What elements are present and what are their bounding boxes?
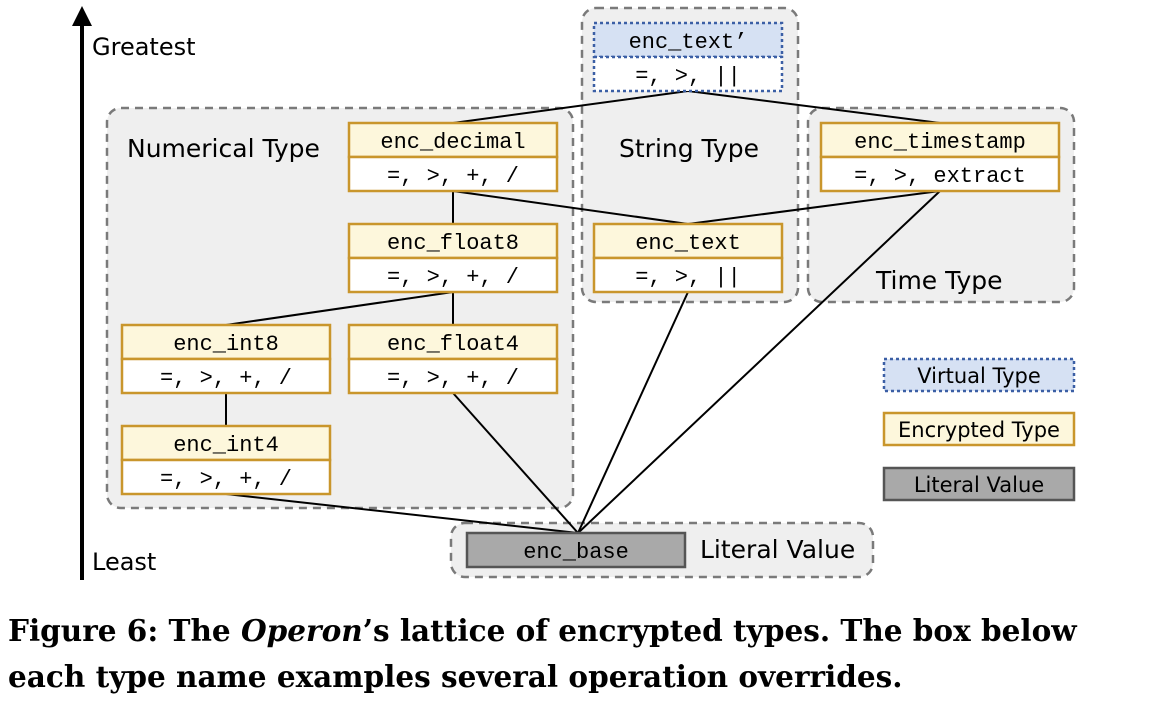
edge-int4-base bbox=[225, 493, 579, 534]
caption-emphasis: Operon bbox=[240, 613, 363, 648]
type-ops-box bbox=[347, 357, 559, 395]
type-name: enc_int4 bbox=[173, 433, 279, 458]
type-ops: =, >, +, / bbox=[160, 366, 292, 391]
literal-value-label: Literal Value bbox=[700, 535, 855, 564]
time-type-label: Time Type bbox=[875, 266, 1003, 295]
caption-suffix: ’s lattice of encrypted types. The box b… bbox=[8, 613, 1077, 694]
type-ops: =, >, +, / bbox=[387, 164, 519, 189]
type-name: enc_float4 bbox=[387, 332, 519, 357]
axis-top-label: Greatest bbox=[92, 33, 196, 61]
type-node-enc-timestamp: enc_timestamp =, >, extract bbox=[819, 121, 1061, 193]
legend-encrypted-swatch bbox=[882, 411, 1076, 447]
figure-caption: Figure 6: The Operon’s lattice of encryp… bbox=[8, 608, 1148, 700]
type-ops: =, >, || bbox=[635, 265, 741, 290]
type-ops: =, >, +, / bbox=[387, 265, 519, 290]
edge-timestamp-base bbox=[577, 190, 941, 534]
type-name-box bbox=[347, 121, 559, 159]
type-name-box bbox=[120, 424, 332, 462]
type-node-enc-text-virtual: enc_text’ =, >, || bbox=[592, 21, 784, 93]
edge-float8-int8 bbox=[225, 291, 454, 326]
edge-timestamp-text bbox=[687, 190, 941, 225]
type-ops-box bbox=[819, 155, 1061, 193]
type-name: enc_base bbox=[523, 540, 629, 565]
legend-virtual-swatch bbox=[882, 357, 1076, 393]
type-ops-box bbox=[347, 256, 559, 294]
type-node-enc-float8: enc_float8 =, >, +, / bbox=[347, 222, 559, 294]
lattice-edges bbox=[225, 90, 941, 534]
order-axis-arrowhead bbox=[72, 6, 92, 26]
legend-encrypted-label: Encrypted Type bbox=[898, 418, 1060, 442]
type-name: enc_text’ bbox=[629, 30, 748, 55]
edge-float4-base bbox=[452, 392, 579, 534]
type-name: enc_timestamp bbox=[854, 130, 1026, 155]
type-node-enc-int8: enc_int8 =, >, +, / bbox=[120, 323, 332, 395]
type-ops: =, >, || bbox=[635, 64, 741, 89]
type-ops-box bbox=[592, 256, 784, 294]
edge-text-base bbox=[577, 291, 689, 534]
legend-virtual-label: Virtual Type bbox=[917, 364, 1041, 388]
caption-prefix: Figure 6: The bbox=[8, 613, 241, 648]
order-axis: Greatest Least bbox=[72, 6, 196, 580]
edge-decimal-text bbox=[452, 190, 689, 225]
type-name: enc_float8 bbox=[387, 231, 519, 256]
type-name-box bbox=[347, 323, 559, 361]
type-name: enc_decimal bbox=[380, 130, 525, 155]
type-ops: =, >, +, / bbox=[160, 467, 292, 492]
type-name: enc_int8 bbox=[173, 332, 279, 357]
type-name-box bbox=[592, 21, 784, 59]
type-name: enc_text bbox=[635, 231, 741, 256]
edge-text-virtual-decimal bbox=[452, 90, 689, 124]
legend-literal-swatch bbox=[882, 466, 1076, 502]
type-node-enc-float4: enc_float4 =, >, +, / bbox=[347, 323, 559, 395]
numerical-type-label: Numerical Type bbox=[127, 134, 320, 163]
type-node-enc-decimal: enc_decimal =, >, +, / bbox=[347, 121, 559, 193]
string-type-label: String Type bbox=[619, 134, 759, 163]
type-ops-box bbox=[592, 55, 784, 93]
type-node-enc-int4: enc_int4 =, >, +, / bbox=[120, 424, 332, 496]
literal-name-box bbox=[465, 531, 687, 569]
type-node-enc-base: enc_base bbox=[465, 531, 687, 569]
type-name-box bbox=[592, 222, 784, 260]
type-ops-box bbox=[120, 458, 332, 496]
axis-bottom-label: Least bbox=[92, 548, 156, 576]
type-ops: =, >, extract bbox=[854, 164, 1026, 189]
edge-text-virtual-timestamp bbox=[687, 90, 941, 124]
type-ops-box bbox=[120, 357, 332, 395]
type-ops: =, >, +, / bbox=[387, 366, 519, 391]
type-name-box bbox=[120, 323, 332, 361]
legend: Virtual Type Encrypted Type Literal Valu… bbox=[882, 357, 1076, 502]
type-lattice-diagram: Greatest Least Numerical Type String Typ… bbox=[72, 6, 1076, 580]
type-node-enc-text: enc_text =, >, || bbox=[592, 222, 784, 294]
type-ops-box bbox=[347, 155, 559, 193]
legend-literal-label: Literal Value bbox=[914, 473, 1044, 497]
